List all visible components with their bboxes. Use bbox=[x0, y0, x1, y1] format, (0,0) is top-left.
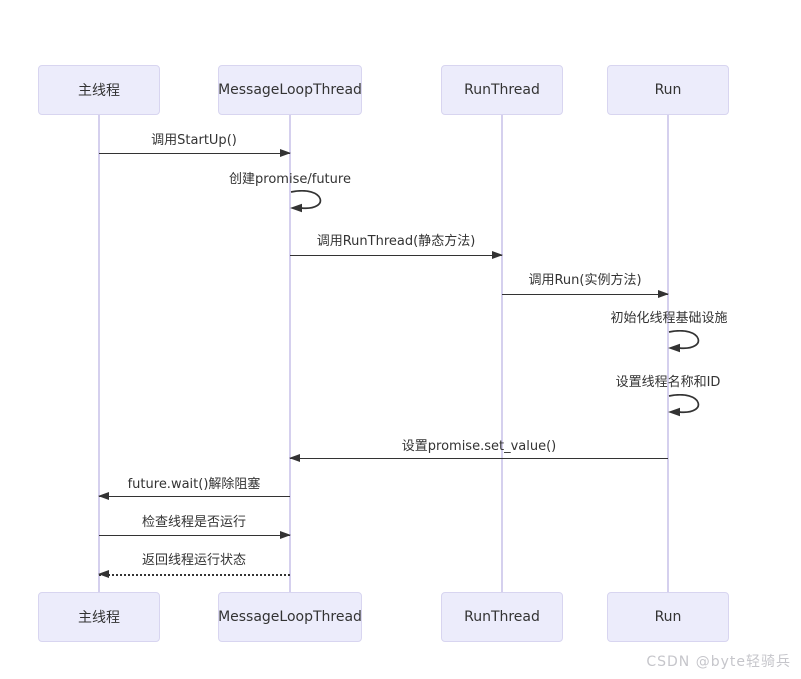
lifeline-message-loop-thread bbox=[289, 115, 291, 593]
self-loop-arrow-icon bbox=[290, 190, 322, 213]
actor-label: Run bbox=[654, 609, 682, 625]
arrow-line bbox=[99, 574, 290, 576]
message-label-future-wait: future.wait()解除阻塞 bbox=[127, 477, 261, 492]
arrowhead-left-icon bbox=[98, 570, 109, 578]
lifeline-run bbox=[667, 115, 669, 593]
arrow-line bbox=[502, 294, 668, 295]
actor-label: RunThread bbox=[464, 82, 540, 98]
message-label-create-promise: 创建promise/future bbox=[229, 172, 351, 187]
actor-label: 主线程 bbox=[78, 83, 120, 99]
arrow-line bbox=[99, 535, 290, 536]
message-label-call-run: 调用Run(实例方法) bbox=[528, 273, 642, 288]
arrow-line bbox=[290, 255, 502, 256]
message-label-init-infra: 初始化线程基础设施 bbox=[610, 311, 728, 326]
arrowhead-right-icon bbox=[280, 149, 291, 157]
lifeline-run-thread bbox=[501, 115, 503, 593]
arrowhead-left-icon bbox=[289, 454, 300, 462]
actor-top-message-loop-thread: MessageLoopThread bbox=[218, 65, 362, 115]
actor-label: MessageLoopThread bbox=[218, 82, 362, 98]
message-label-startup: 调用StartUp() bbox=[151, 133, 237, 148]
actor-label: RunThread bbox=[464, 609, 540, 625]
arrow-line bbox=[99, 496, 290, 497]
self-loop-arrow-icon bbox=[668, 330, 700, 353]
message-label-check-running: 检查线程是否运行 bbox=[141, 515, 247, 530]
arrowhead-left-icon bbox=[98, 492, 109, 500]
watermark: CSDN @byte轻骑兵 bbox=[646, 654, 791, 670]
arrowhead-right-icon bbox=[492, 251, 503, 259]
lifeline-main-thread bbox=[98, 115, 100, 593]
actor-bottom-main-thread: 主线程 bbox=[38, 592, 160, 642]
arrow-line bbox=[290, 458, 668, 459]
message-label-return-status: 返回线程运行状态 bbox=[141, 553, 247, 568]
message-label-call-runthread: 调用RunThread(静态方法) bbox=[316, 234, 476, 249]
actor-bottom-run-thread: RunThread bbox=[441, 592, 563, 642]
actor-top-run-thread: RunThread bbox=[441, 65, 563, 115]
message-label-set-value: 设置promise.set_value() bbox=[401, 439, 557, 454]
self-loop-arrow-icon bbox=[668, 394, 700, 417]
arrow-line bbox=[99, 153, 290, 154]
actor-label: 主线程 bbox=[78, 610, 120, 626]
arrowhead-right-icon bbox=[658, 290, 669, 298]
actor-bottom-message-loop-thread: MessageLoopThread bbox=[218, 592, 362, 642]
actor-label: MessageLoopThread bbox=[218, 609, 362, 625]
actor-top-main-thread: 主线程 bbox=[38, 65, 160, 115]
arrowhead-right-icon bbox=[280, 531, 291, 539]
actor-bottom-run: Run bbox=[607, 592, 729, 642]
actor-top-run: Run bbox=[607, 65, 729, 115]
message-label-set-name-id: 设置线程名称和ID bbox=[615, 375, 721, 390]
actor-label: Run bbox=[654, 82, 682, 98]
